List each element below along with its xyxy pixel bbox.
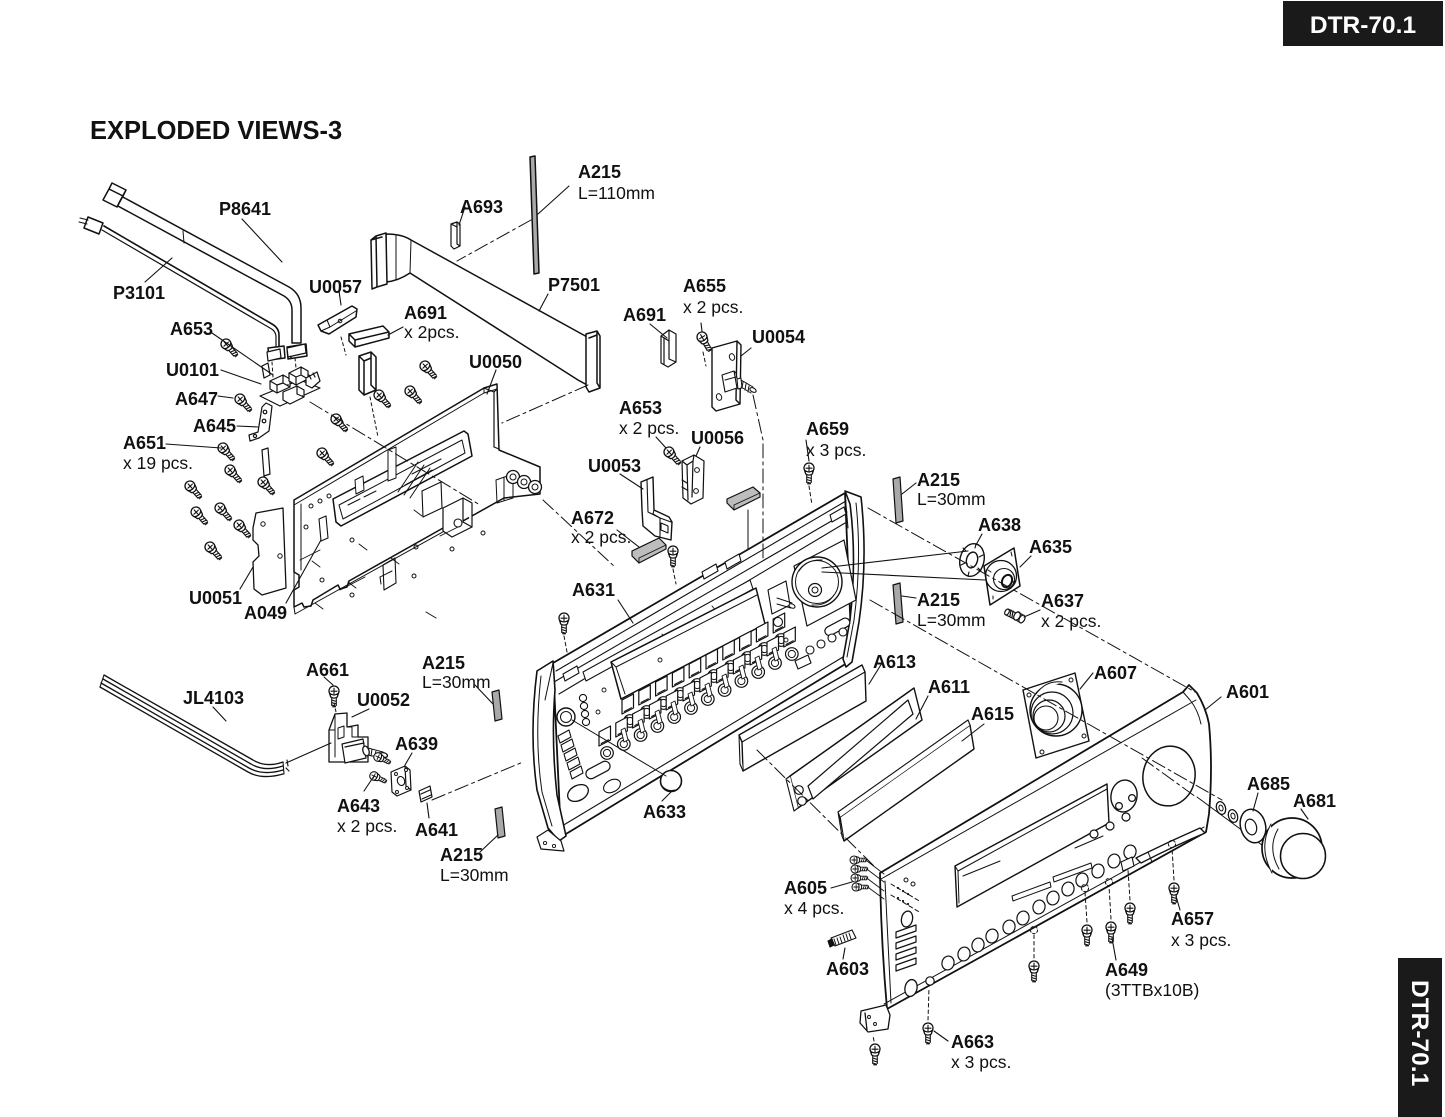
svg-text:A601: A601	[1226, 682, 1269, 702]
svg-text:EXPLODED VIEWS-3: EXPLODED VIEWS-3	[90, 117, 342, 145]
svg-text:x 3 pcs.: x 3 pcs.	[951, 1052, 1011, 1072]
svg-text:U0054: U0054	[752, 327, 805, 347]
svg-text:A603: A603	[826, 959, 869, 979]
svg-text:x 2 pcs.: x 2 pcs.	[571, 527, 631, 547]
svg-text:x 3 pcs.: x 3 pcs.	[806, 440, 866, 460]
svg-text:x 2 pcs.: x 2 pcs.	[619, 418, 679, 438]
svg-text:(3TTBx10B): (3TTBx10B)	[1105, 980, 1199, 1000]
svg-text:A691: A691	[404, 303, 447, 323]
svg-text:A643: A643	[337, 796, 380, 816]
svg-text:U0053: U0053	[588, 456, 641, 476]
svg-text:A215: A215	[440, 845, 483, 865]
svg-text:A605: A605	[784, 878, 827, 898]
svg-text:x 2 pcs.: x 2 pcs.	[337, 816, 397, 836]
svg-text:U0052: U0052	[357, 690, 410, 710]
svg-text:P7501: P7501	[548, 275, 600, 295]
svg-text:A637: A637	[1041, 591, 1084, 611]
svg-text:x 19 pcs.: x 19 pcs.	[123, 453, 193, 473]
svg-text:x 2 pcs.: x 2 pcs.	[683, 297, 743, 317]
svg-text:A653: A653	[170, 319, 213, 339]
svg-text:A659: A659	[806, 419, 849, 439]
svg-text:A655: A655	[683, 276, 726, 296]
svg-text:A691: A691	[623, 305, 666, 325]
svg-text:A657: A657	[1171, 909, 1214, 929]
svg-text:A693: A693	[460, 197, 503, 217]
svg-text:A649: A649	[1105, 960, 1148, 980]
svg-text:x 4 pcs.: x 4 pcs.	[784, 898, 844, 918]
svg-text:U0057: U0057	[309, 277, 362, 297]
svg-text:A639: A639	[395, 734, 438, 754]
svg-text:A663: A663	[951, 1032, 994, 1052]
svg-text:A635: A635	[1029, 537, 1072, 557]
svg-text:A681: A681	[1293, 791, 1336, 811]
svg-text:x 3 pcs.: x 3 pcs.	[1171, 930, 1231, 950]
svg-text:L=30mm: L=30mm	[917, 610, 986, 630]
svg-text:A615: A615	[971, 704, 1014, 724]
svg-text:A049: A049	[244, 603, 287, 623]
svg-text:L=30mm: L=30mm	[422, 672, 491, 692]
svg-text:A215: A215	[917, 590, 960, 610]
svg-text:L=30mm: L=30mm	[440, 865, 509, 885]
svg-text:L=30mm: L=30mm	[917, 489, 986, 509]
svg-text:A645: A645	[193, 416, 236, 436]
svg-text:DTR-70.1: DTR-70.1	[1310, 12, 1416, 39]
svg-text:A641: A641	[415, 820, 458, 840]
svg-text:A685: A685	[1247, 774, 1290, 794]
svg-text:A638: A638	[978, 515, 1021, 535]
svg-text:A613: A613	[873, 652, 916, 672]
svg-text:A611: A611	[928, 677, 970, 697]
svg-text:A651: A651	[123, 433, 166, 453]
svg-text:A633: A633	[643, 802, 686, 822]
svg-text:P3101: P3101	[113, 283, 165, 303]
svg-text:A631: A631	[572, 580, 615, 600]
svg-text:P8641: P8641	[219, 199, 271, 219]
svg-text:U0056: U0056	[691, 428, 744, 448]
svg-text:A653: A653	[619, 398, 662, 418]
svg-text:A215: A215	[917, 470, 960, 490]
svg-text:JL4103: JL4103	[183, 688, 244, 708]
svg-text:A215: A215	[422, 653, 465, 673]
svg-text:L=110mm: L=110mm	[578, 183, 655, 203]
svg-text:A661: A661	[306, 660, 349, 680]
svg-text:A672: A672	[571, 508, 614, 528]
svg-text:A647: A647	[175, 389, 218, 409]
svg-text:x 2 pcs.: x 2 pcs.	[1041, 611, 1101, 631]
svg-text:x 2pcs.: x 2pcs.	[404, 322, 459, 342]
svg-text:A607: A607	[1094, 663, 1137, 683]
svg-text:A215: A215	[578, 162, 621, 182]
svg-text:DTR-70.1: DTR-70.1	[1406, 980, 1433, 1086]
svg-text:U0051: U0051	[189, 588, 242, 608]
svg-text:U0101: U0101	[166, 360, 219, 380]
svg-text:U0050: U0050	[469, 352, 522, 372]
